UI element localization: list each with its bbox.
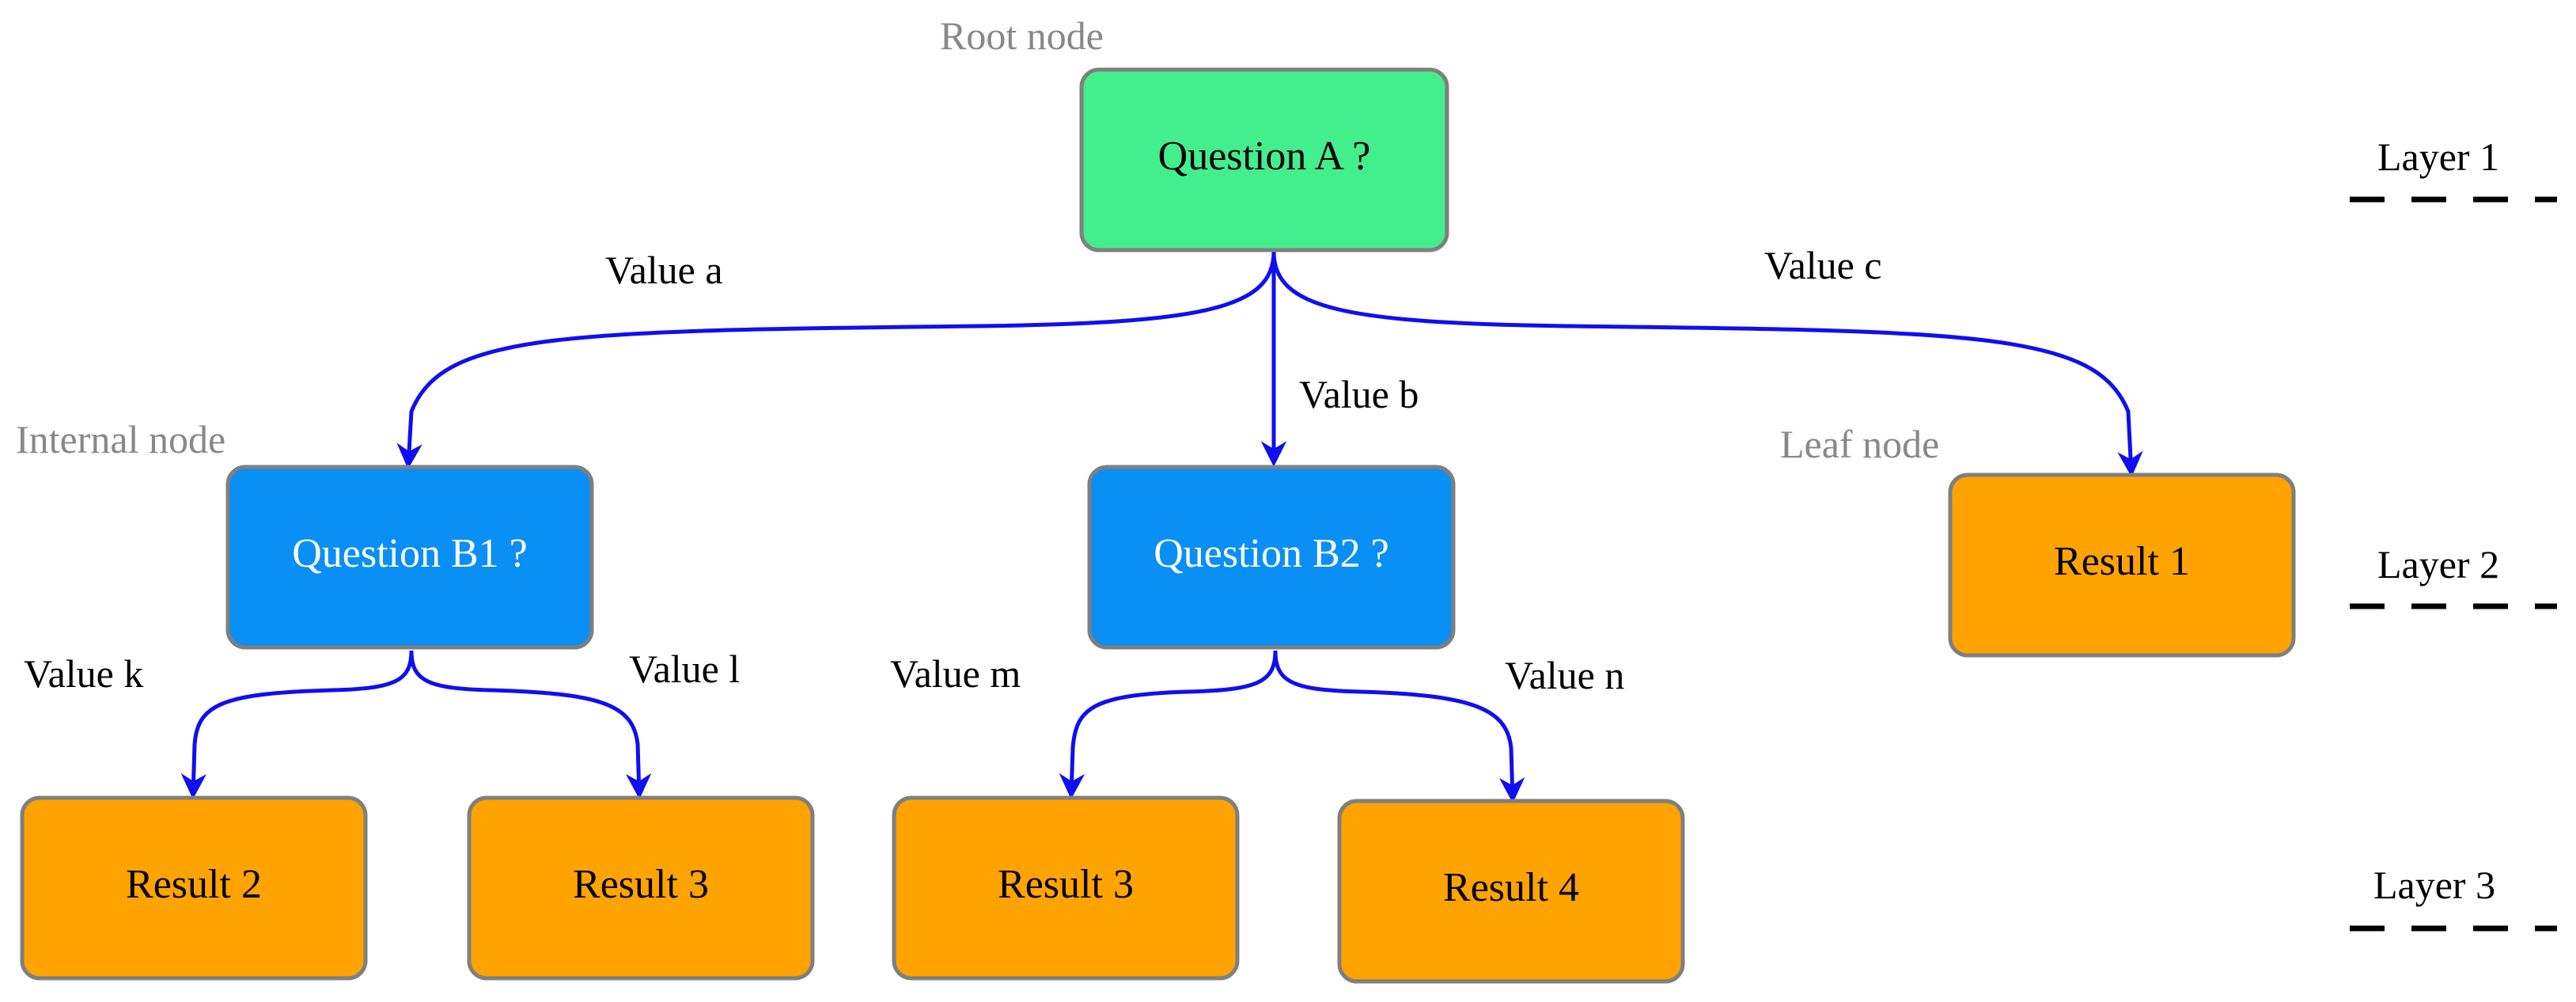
edge-a-to-result-1 [1271, 251, 2143, 477]
leaf-node-result-4: Result 4 [1337, 799, 1685, 984]
node-label: Result 1 [2054, 539, 2190, 584]
node-label: Result 3 [998, 862, 1134, 907]
node-label: Question A ? [1158, 134, 1371, 179]
leaf-node-result-3-right: Result 3 [892, 795, 1240, 981]
node-label: Question B1 ? [292, 531, 528, 576]
edge-a-to-b1 [396, 251, 1276, 469]
node-label: Question B2 ? [1154, 531, 1389, 576]
node-label: Result 3 [573, 862, 709, 907]
edge-label-value-m: Value m [890, 651, 1021, 696]
edge-b1-to-result-3-left [409, 650, 652, 799]
leaf-node-result-3-left: Result 3 [467, 795, 815, 981]
layer-2-label: Layer 2 [2377, 542, 2499, 586]
layer-2-marker: Layer 2 [2350, 542, 2557, 609]
root-node-annotation: Root node [940, 13, 1104, 58]
edge-b2-to-result-3-right [1059, 650, 1278, 799]
internal-node-annotation: Internal node [16, 417, 225, 461]
edge-label-value-l: Value l [629, 647, 740, 691]
node-label: Result 2 [126, 862, 262, 907]
leaf-node-result-1: Result 1 [1948, 473, 2296, 658]
leaf-node-annotation: Leaf node [1780, 422, 1939, 466]
layer-1-marker: Layer 1 [2350, 135, 2557, 203]
leaf-node-result-2: Result 2 [20, 795, 368, 981]
internal-node-question-b2: Question B2 ? [1087, 465, 1456, 650]
root-node-question-a: Question A ? [1079, 67, 1449, 252]
edge-b2-to-result-4 [1273, 650, 1525, 803]
layer-3-marker: Layer 3 [2350, 863, 2557, 932]
layer-3-label: Layer 3 [2373, 863, 2495, 907]
edge-label-value-b: Value b [1299, 372, 1419, 416]
edge-label-value-n: Value n [1505, 653, 1624, 697]
internal-node-question-b1: Question B1 ? [225, 465, 594, 650]
edge-b1-to-result-2 [180, 650, 414, 799]
edge-label-value-c: Value c [1764, 243, 1882, 287]
layer-1-label: Layer 1 [2377, 135, 2499, 179]
edge-label-value-a: Value a [605, 248, 723, 292]
node-label: Result 4 [1443, 865, 1579, 910]
edge-label-value-k: Value k [24, 651, 143, 696]
